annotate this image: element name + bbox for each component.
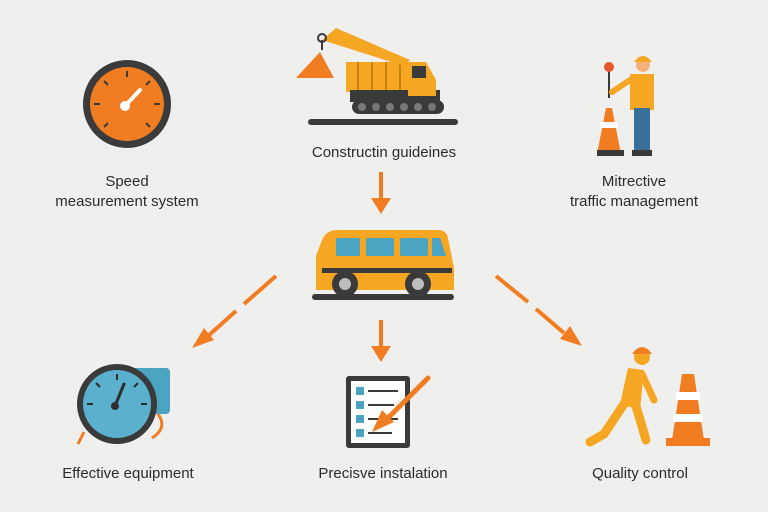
checklist-icon <box>346 375 431 448</box>
traffic-label: Mitrective traffic management <box>534 172 734 212</box>
speed-label-line1: Speed <box>105 173 149 190</box>
arrow-down-top <box>371 172 391 214</box>
flow-arrows <box>192 172 582 362</box>
speed-label-line2: measurement system <box>55 193 199 210</box>
installation-label: Precisve instalation <box>318 465 448 482</box>
gauge-icon <box>76 364 170 445</box>
worker-with-cone-icon <box>585 347 710 447</box>
arrow-down-left <box>192 274 278 348</box>
equipment-label: Effective equipment <box>62 465 194 482</box>
van-icon <box>312 230 454 300</box>
speedometer-icon <box>83 60 171 148</box>
construction-label: Constructin guideines <box>311 144 457 161</box>
arrow-down-center <box>371 320 391 362</box>
quality-label: Quality control <box>592 465 688 482</box>
arrow-down-right <box>494 274 582 346</box>
traffic-label-line2: traffic management <box>569 193 699 210</box>
flagger-worker-icon <box>597 56 654 156</box>
speed-label: Speed measurement system <box>27 172 227 212</box>
excavator-icon <box>296 28 458 125</box>
traffic-label-line1: Mitrective <box>601 173 667 190</box>
